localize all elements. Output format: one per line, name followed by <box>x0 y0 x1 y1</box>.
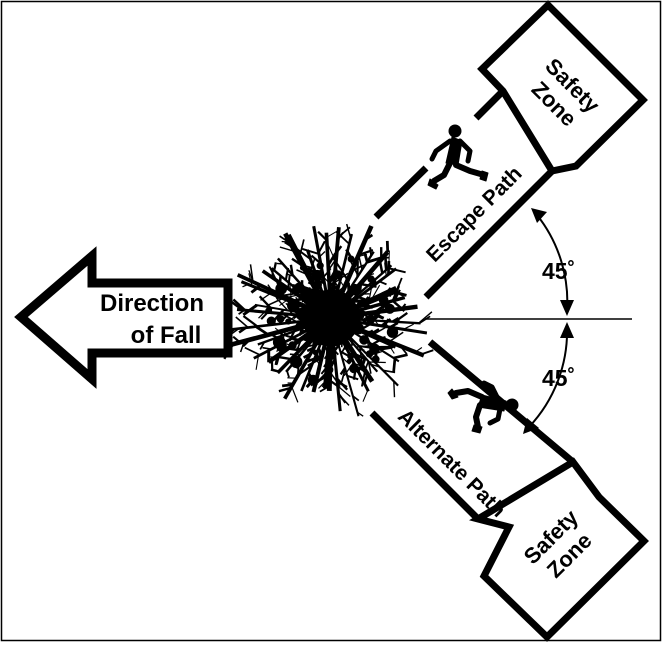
angle-lower-label: 45˚ <box>542 365 575 391</box>
direction-label-line1: Direction <box>100 290 204 317</box>
direction-label-line2: of Fall <box>131 322 202 349</box>
angle-upper-label: 45˚ <box>542 258 575 284</box>
